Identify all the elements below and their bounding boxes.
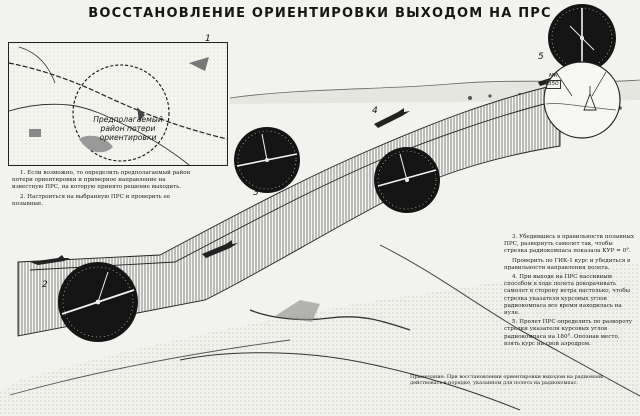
beacon-inset xyxy=(543,61,621,139)
notes-left: 1. Если возможно, то определить предпола… xyxy=(12,170,198,210)
note-paragraph-1: 1. Если возможно, то определить предпола… xyxy=(12,170,191,191)
terrain xyxy=(0,79,640,416)
lost-orientation-area-label: Предполагаемый район потери ориентировки xyxy=(83,115,173,142)
notes-right: 3. Убедившись в правильности позывных ПР… xyxy=(504,234,636,350)
note-paragraph-3b: Проверить по ГИК-1 курс и убедиться в пр… xyxy=(504,257,631,271)
step-number-5: 5 xyxy=(538,52,544,62)
step-number-4: 4 xyxy=(372,106,378,116)
note-paragraph-5: 5. Пролет ПРС определить по развороту ст… xyxy=(504,319,633,347)
poster-title: ВОССТАНОВЛЕНИЕ ОРИЕНТИРОВКИ ВЫХОДОМ НА П… xyxy=(88,6,552,21)
map-label-line: район потери xyxy=(100,124,156,133)
aircraft-icon xyxy=(30,72,566,265)
radio-compass-dial-3 xyxy=(234,127,300,193)
step-number-3: 3 xyxy=(253,188,259,198)
heading-mk-value: 350 xyxy=(546,80,561,89)
map-drawing xyxy=(9,43,227,165)
radio-compass-dial-4 xyxy=(374,147,440,213)
map-label-line: ориентировки xyxy=(99,133,157,142)
note-paragraph-2: 2. Настроиться на выбранную ПРС и провер… xyxy=(12,193,171,207)
map-inset: Предполагаемый район потери ориентировки xyxy=(8,42,228,166)
note-paragraph-3: 3. Убедившись в правильности позывных ПР… xyxy=(504,234,635,255)
footnote: Примечание. При восстановлении ориентиро… xyxy=(410,374,604,387)
note-paragraph-4: 4. При выходе на ПРС пассивным способом … xyxy=(504,274,631,317)
heading-mk-label: МК xyxy=(548,73,558,79)
map-label-line: Предполагаемый xyxy=(93,115,163,124)
heading-readout: МК 350 xyxy=(546,73,561,89)
radio-compass-dial-5 xyxy=(548,4,616,72)
step-number-2: 2 xyxy=(42,280,48,290)
step-number-1: 1 xyxy=(205,34,211,44)
radio-compass-dial-2 xyxy=(58,262,138,342)
